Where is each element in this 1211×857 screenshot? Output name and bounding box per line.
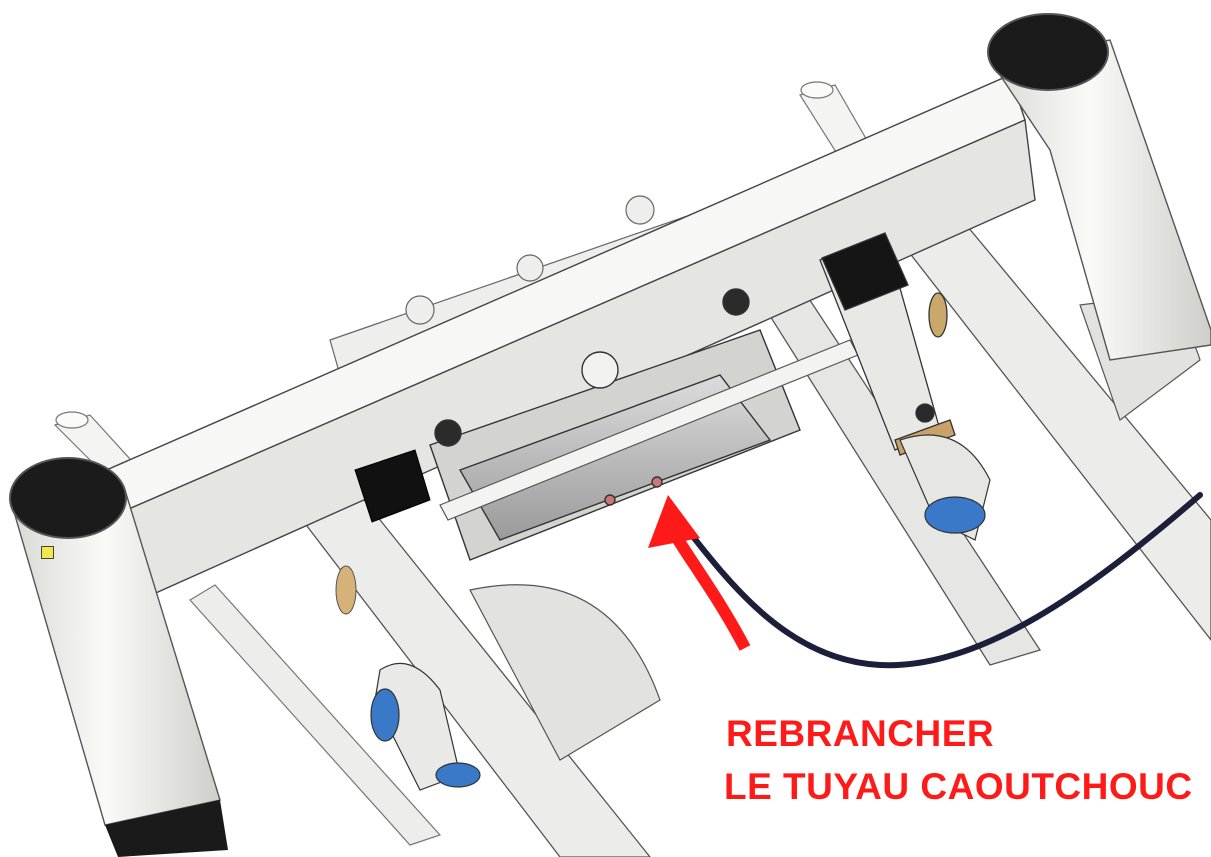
curved-red-arrow-icon	[648, 495, 751, 651]
right-leg	[987, 13, 1211, 361]
rubber-hose	[665, 492, 1203, 669]
left-fitting	[335, 565, 357, 615]
right-bracket	[819, 232, 956, 456]
document-badge-icon	[41, 546, 54, 559]
casters	[370, 434, 991, 791]
annotation-line-1: REBRANCHER	[726, 713, 995, 754]
left-leg	[9, 457, 228, 857]
side-rails	[243, 144, 1211, 857]
left-block	[354, 449, 431, 523]
annotation-line-2: LE TUYAU CAOUTCHOUC	[724, 766, 1193, 807]
